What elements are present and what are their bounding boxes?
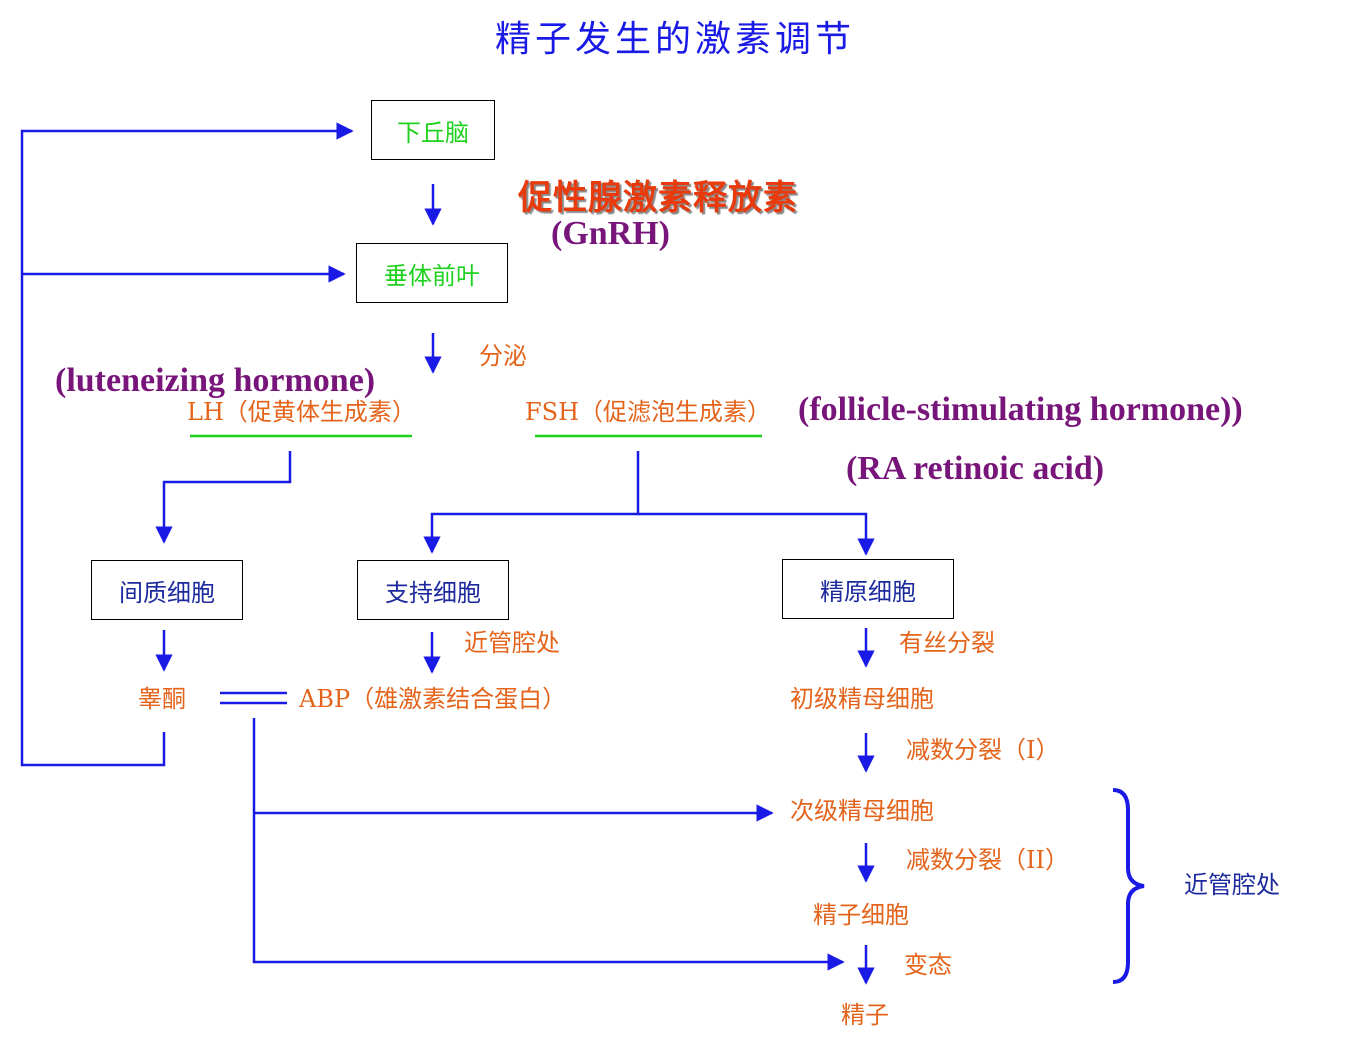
arrow-lh-interstitial [155,451,292,544]
feedback-loop-line [20,122,354,767]
mitosis-label: 有丝分裂 [899,629,995,657]
near-lumen-label-1: 近管腔处 [464,629,560,657]
primary-spermatocyte-label: 初级精母细胞 [790,685,934,713]
curly-brace [1112,788,1145,984]
secretion-label: 分泌 [479,342,527,370]
gnrh-chinese-label: 促性腺激素释放素 [518,178,798,218]
fsh-label: FSH（促滤泡生成素） [525,398,772,426]
node-sertoli-cell: 支持细胞 [357,560,509,620]
sperm-label: 精子 [841,1001,889,1029]
abp-label: ABP（雄激素结合蛋白） [299,685,567,713]
spermatid-label: 精子细胞 [813,901,909,929]
lh-label: LH（促黄体生成素） [187,398,416,426]
node-spermatogonia: 精原细胞 [782,559,954,619]
lh-english-label: (luteneizing hormone) [55,362,376,399]
near-lumen-label-2: 近管腔处 [1184,871,1280,899]
arrow-fsh-spermatogonia [638,512,875,556]
testosterone-label: 睾酮 [138,685,186,713]
ra-label: (RA retinoic acid) [846,450,1105,487]
metamorphosis-label: 变态 [904,951,952,979]
meiosis-2-label: 减数分裂（II） [906,846,1069,874]
gnrh-abbr-label: (GnRH) [551,215,670,252]
arrow-to-secondary [252,718,845,971]
fsh-english-label: (follicle-stimulating hormone)) [798,391,1243,428]
arrow-fsh-split [423,451,640,554]
node-hypothalamus: 下丘脑 [371,100,495,160]
node-interstitial-cell: 间质细胞 [91,560,243,620]
page-title: 精子发生的激素调节 [494,19,855,60]
secondary-spermatocyte-label: 次级精母细胞 [790,797,934,825]
meiosis-1-label: 减数分裂（I） [906,736,1060,764]
node-pituitary: 垂体前叶 [356,243,508,303]
